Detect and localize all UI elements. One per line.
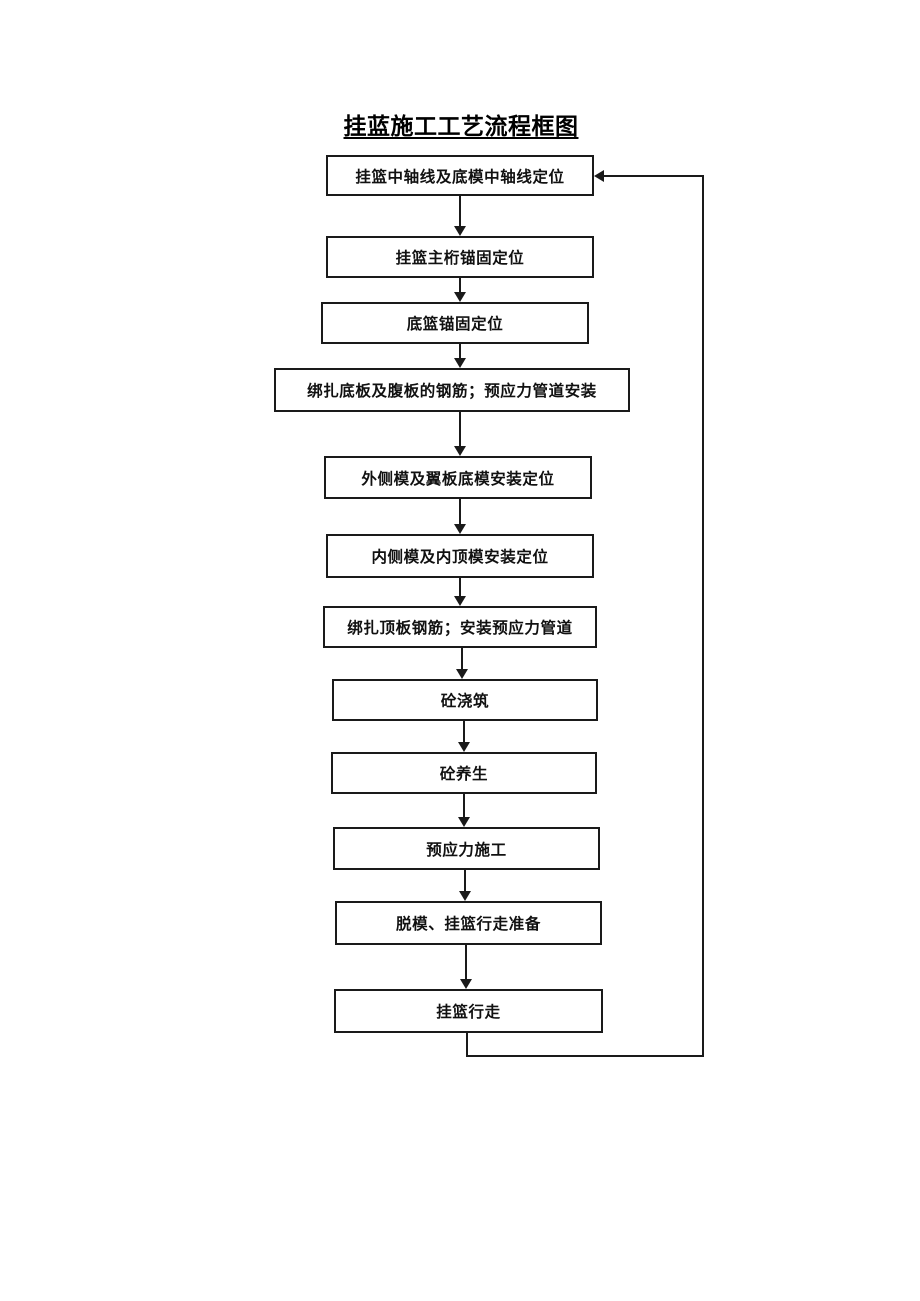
connector-arrowhead-3-4 <box>454 358 466 368</box>
flow-node-7[interactable]: 绑扎顶板钢筋；安装预应力管道 <box>323 606 597 648</box>
flow-node-8[interactable]: 砼浇筑 <box>332 679 598 721</box>
flow-node-12[interactable]: 挂篮行走 <box>334 989 603 1033</box>
feedback-loop-bottom-segment <box>466 1055 704 1057</box>
connector-arrowhead-1-2 <box>454 226 466 236</box>
connector-arrowhead-10-11 <box>459 891 471 901</box>
connector-line-10-11 <box>464 870 466 891</box>
connector-line-3-4 <box>459 344 461 358</box>
connector-arrowhead-11-12 <box>460 979 472 989</box>
flow-node-label: 绑扎底板及腹板的钢筋；预应力管道安装 <box>307 383 597 400</box>
flow-node-label: 外侧模及翼板底模安装定位 <box>361 470 555 488</box>
flow-node-5[interactable]: 外侧模及翼板底模安装定位 <box>324 456 592 499</box>
connector-arrowhead-7-8 <box>456 669 468 679</box>
flow-node-label: 脱模、挂篮行走准备 <box>396 916 541 933</box>
flow-node-4[interactable]: 绑扎底板及腹板的钢筋；预应力管道安装 <box>274 368 630 412</box>
connector-arrowhead-9-10 <box>458 817 470 827</box>
flow-node-2[interactable]: 挂篮主桁锚固定位 <box>326 236 594 278</box>
flow-node-1[interactable]: 挂篮中轴线及底模中轴线定位 <box>326 155 594 196</box>
flow-node-10[interactable]: 预应力施工 <box>333 827 600 870</box>
feedback-loop-top-segment <box>604 175 704 177</box>
connector-arrowhead-6-7 <box>454 596 466 606</box>
connector-line-1-2 <box>459 196 461 226</box>
connector-arrowhead-5-6 <box>454 524 466 534</box>
flow-node-3[interactable]: 底篮锚固定位 <box>321 302 589 344</box>
connector-line-11-12 <box>465 945 467 979</box>
connector-arrowhead-2-3 <box>454 292 466 302</box>
connector-line-7-8 <box>461 648 463 669</box>
connector-line-5-6 <box>459 499 461 524</box>
flow-node-6[interactable]: 内侧模及内顶模安装定位 <box>326 534 594 578</box>
connector-line-2-3 <box>459 278 461 292</box>
connector-arrowhead-4-5 <box>454 446 466 456</box>
flow-node-label: 砼浇筑 <box>440 693 490 710</box>
flow-node-9[interactable]: 砼养生 <box>331 752 597 794</box>
flow-node-label: 预应力施工 <box>426 841 507 859</box>
flow-node-label: 内侧模及内顶模安装定位 <box>371 549 549 566</box>
flow-node-label: 砼养生 <box>439 766 489 783</box>
connector-line-8-9 <box>463 721 465 742</box>
connector-line-4-5 <box>459 412 461 446</box>
flow-node-label: 绑扎顶板钢筋；安装预应力管道 <box>347 620 573 637</box>
connector-arrowhead-8-9 <box>458 742 470 752</box>
flow-node-label: 挂篮中轴线及底模中轴线定位 <box>355 168 565 186</box>
flow-node-label: 挂篮行走 <box>436 1004 501 1021</box>
flow-node-label: 底篮锚固定位 <box>406 316 504 333</box>
feedback-loop-exit-segment <box>466 1033 468 1057</box>
feedback-loop-right-segment <box>702 175 704 1057</box>
connector-line-9-10 <box>463 794 465 817</box>
flow-node-label: 挂篮主桁锚固定位 <box>395 250 525 267</box>
flow-node-11[interactable]: 脱模、挂篮行走准备 <box>335 901 602 945</box>
connector-line-6-7 <box>459 578 461 596</box>
page-title: 挂蓝施工工艺流程框图 <box>343 114 579 139</box>
feedback-loop-arrowhead <box>594 170 604 182</box>
